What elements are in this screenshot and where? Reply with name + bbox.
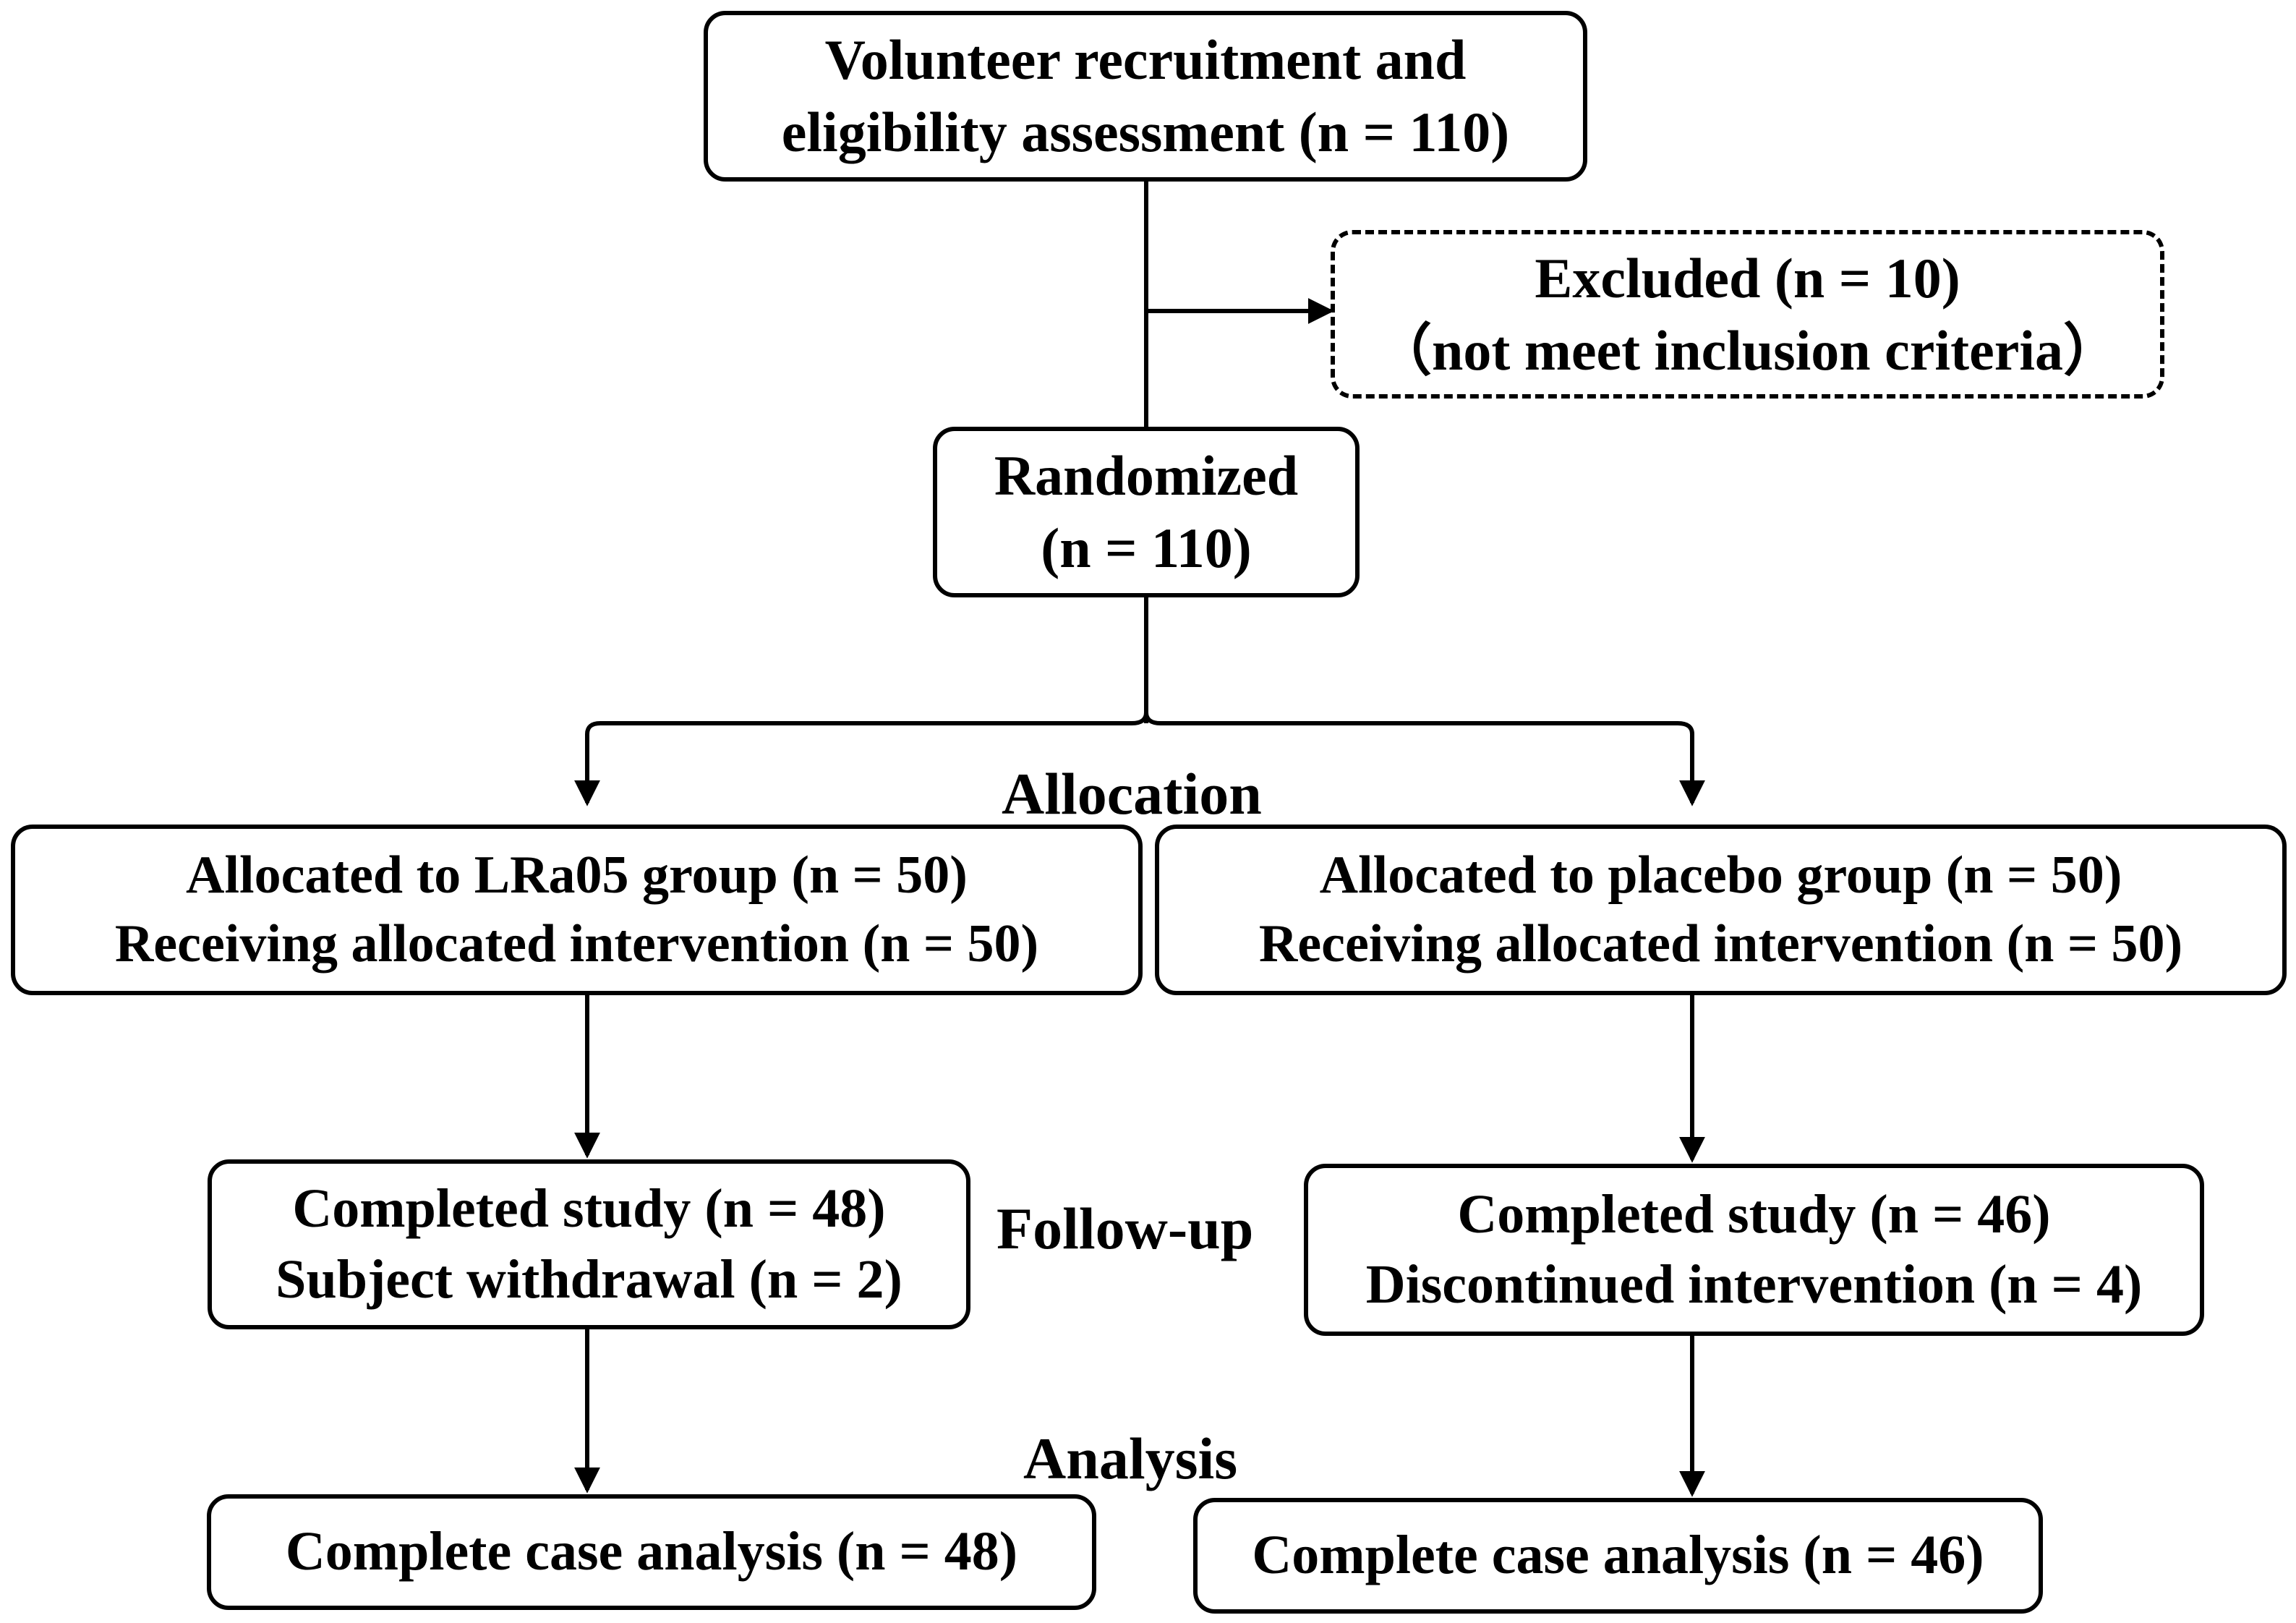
recruitment-line-2: eligibility assessment (n = 110) [781,101,1510,163]
placebo-allocation-line-2: Receiving allocated intervention (n = 50… [1258,914,2183,974]
recruitment-box: Volunteer recruitment and eligibility as… [704,11,1587,182]
placebo-followup-line-2: Discontinued intervention (n = 4) [1365,1254,2143,1315]
placebo-analysis-box: Complete case analysis (n = 46) [1193,1498,2043,1614]
recruitment-line-1: Volunteer recruitment and [824,28,1467,92]
placebo-allocation-line-1: Allocated to placebo group (n = 50) [1319,845,2122,906]
randomized-line-1: Randomized [994,444,1299,508]
randomized-box: Randomized (n = 110) [933,427,1360,597]
lra05-allocation-box: Allocated to LRa05 group (n = 50) Receiv… [11,825,1143,995]
lra05-allocation-line-1: Allocated to LRa05 group (n = 50) [186,845,968,906]
stage-label-followup: Follow-up [997,1196,1254,1261]
lra05-analysis-line-1: Complete case analysis (n = 48) [285,1521,1018,1582]
lra05-followup-line-1: Completed study (n = 48) [292,1178,886,1240]
excluded-line-1: Excluded (n = 10) [1535,246,1960,310]
excluded-box: Excluded (n = 10) （not meet inclusion cr… [1331,230,2164,399]
placebo-followup-box: Completed study (n = 46) Discontinued in… [1304,1164,2204,1336]
lra05-followup-line-2: Subject withdrawal (n = 2) [276,1248,902,1310]
excluded-line-2: （not meet inclusion criteria） [1375,318,2120,382]
placebo-followup-line-1: Completed study (n = 46) [1457,1183,2051,1245]
placebo-analysis-line-1: Complete case analysis (n = 46) [1252,1525,1984,1586]
placebo-allocation-box: Allocated to placebo group (n = 50) Rece… [1155,825,2287,995]
lra05-followup-box: Completed study (n = 48) Subject withdra… [208,1159,970,1329]
allocation-bracket [585,712,1694,774]
stage-label-analysis: Analysis [1023,1426,1238,1491]
randomized-line-2: (n = 110) [1041,516,1252,579]
stage-label-allocation: Allocation [1002,761,1262,827]
lra05-allocation-line-2: Receiving allocated intervention (n = 50… [114,914,1039,974]
lra05-analysis-box: Complete case analysis (n = 48) [207,1494,1096,1610]
